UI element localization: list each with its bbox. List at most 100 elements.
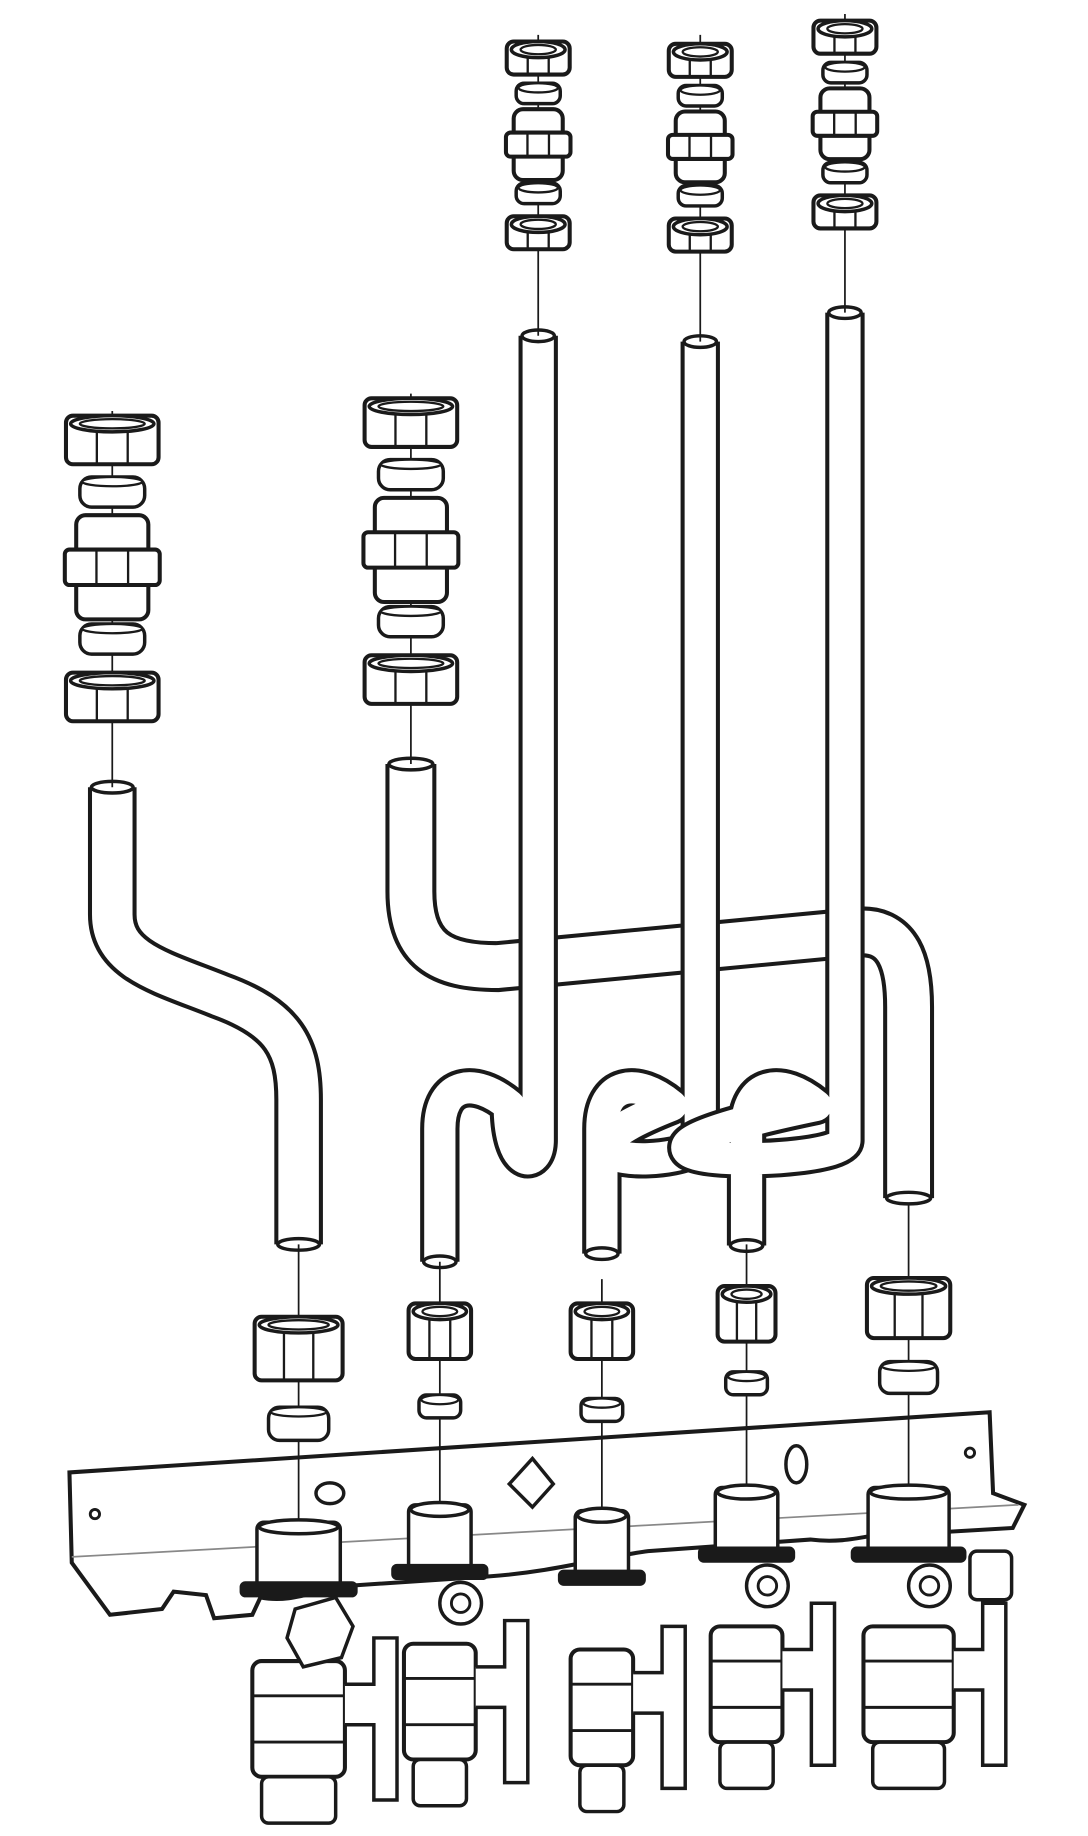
valve-body — [568, 1647, 636, 1768]
side-port-nut — [968, 1549, 1014, 1602]
union-fitting — [62, 513, 162, 622]
compression-ring — [821, 160, 869, 185]
lower-hex-nut — [715, 1284, 778, 1344]
ring-top — [379, 605, 443, 618]
fitting-stack-tall-1 — [503, 39, 573, 252]
ring-top — [824, 61, 866, 73]
drain-cap-center — [918, 1575, 941, 1597]
union-hex — [62, 547, 162, 588]
butterfly-handle-icon — [782, 1601, 837, 1767]
union-hex — [810, 109, 880, 138]
ring-top — [379, 458, 443, 471]
screw-hole — [88, 1508, 101, 1521]
compression-ring — [78, 475, 147, 509]
butterfly-handle-icon — [633, 1624, 687, 1791]
valve-outlet — [578, 1763, 626, 1814]
valve-inlet-bore — [409, 1500, 471, 1519]
ring-top — [582, 1397, 622, 1409]
diamond-hole — [506, 1455, 556, 1510]
pipe-fill — [389, 764, 931, 1199]
lower-compression-ring — [579, 1396, 625, 1424]
valve-body — [861, 1624, 956, 1745]
valve-clip — [557, 1569, 646, 1586]
nut-bore-inner — [421, 1305, 459, 1318]
union-hex — [665, 132, 735, 161]
valve-clip — [391, 1563, 489, 1581]
valve-inlet-bore — [868, 1483, 949, 1501]
valve-group — [239, 1483, 1014, 1825]
bracket-hole — [314, 1481, 346, 1506]
lower-hex-nut — [252, 1314, 345, 1383]
nut-bore-inner — [826, 197, 864, 210]
long-manifold-pipe — [385, 764, 935, 1199]
butterfly-handle-icon — [953, 1601, 1008, 1767]
pipe-group — [87, 305, 935, 1270]
ring-top — [679, 84, 722, 96]
nut-bore-inner — [583, 1305, 621, 1318]
butterfly-handle-icon — [344, 1636, 399, 1802]
ring-top — [269, 1406, 328, 1418]
ring-top — [726, 1370, 767, 1383]
butterfly-handle-icon — [475, 1618, 530, 1785]
drain-cap-center — [756, 1575, 779, 1597]
compression-ring — [514, 181, 562, 206]
compression-ring — [676, 83, 725, 108]
lower-compression-ring — [417, 1393, 463, 1420]
ring-top — [420, 1393, 460, 1406]
hex-nut — [504, 39, 572, 77]
isolation-valve-1 — [239, 1518, 399, 1825]
valve-inlet-bore — [257, 1518, 340, 1536]
valve-inlet-bore — [575, 1506, 628, 1524]
lower-hex-nut — [864, 1275, 953, 1341]
compression-ring — [676, 183, 725, 208]
lower-compression-ring — [266, 1405, 331, 1443]
valve-outlet — [259, 1775, 338, 1825]
lower-hex-nut — [568, 1301, 636, 1362]
pipe-end — [884, 1190, 933, 1206]
isolation-valve-2 — [391, 1500, 530, 1808]
ring-top — [517, 82, 560, 94]
union-hex — [503, 130, 573, 159]
union-hex — [361, 530, 461, 570]
pipe-fill — [671, 312, 861, 1246]
isolation-valve-5 — [850, 1483, 1008, 1791]
hex-plug-icon — [285, 1595, 355, 1669]
nut-bore-inner — [267, 1319, 330, 1331]
ring-top — [679, 184, 722, 196]
valve-body — [250, 1659, 347, 1779]
isolation-valve-4 — [697, 1483, 837, 1791]
fitting-stack-left — [62, 413, 162, 724]
valve-body — [401, 1641, 478, 1762]
lower-compression-ring — [723, 1370, 770, 1397]
tall-s-pipe — [420, 335, 558, 1262]
ring-top — [824, 161, 866, 173]
nut-bore-inner — [681, 220, 720, 233]
valve-outlet — [718, 1740, 775, 1791]
hex-nut — [63, 413, 161, 467]
nut-bore-inner — [377, 657, 445, 670]
s-bend-pipe-left — [87, 787, 323, 1245]
pipe-end — [583, 1246, 620, 1262]
compression-ring — [78, 622, 147, 656]
nut-bore-inner — [879, 1280, 938, 1292]
drain-cap-center — [449, 1592, 472, 1614]
lower-compression-ring — [877, 1359, 940, 1396]
compression-ring — [376, 457, 446, 492]
nut-bore-inner — [681, 46, 720, 58]
pipe-fill — [424, 335, 554, 1262]
lower-hex-nut — [406, 1301, 474, 1362]
valve-clip — [239, 1581, 358, 1598]
hex-nut — [666, 216, 734, 254]
isolation-valve-3 — [557, 1506, 687, 1814]
hex-nut — [362, 396, 460, 449]
nut-bore-inner — [519, 218, 557, 231]
nut-bore-inner — [519, 43, 557, 56]
nut-bore-inner — [826, 22, 864, 35]
hex-nut — [666, 41, 734, 79]
union-fitting — [503, 107, 573, 183]
bracket-slot — [784, 1444, 809, 1485]
tall-s-pipe — [667, 312, 865, 1246]
ring-top — [880, 1360, 937, 1373]
tall-s-pipe — [582, 341, 720, 1254]
